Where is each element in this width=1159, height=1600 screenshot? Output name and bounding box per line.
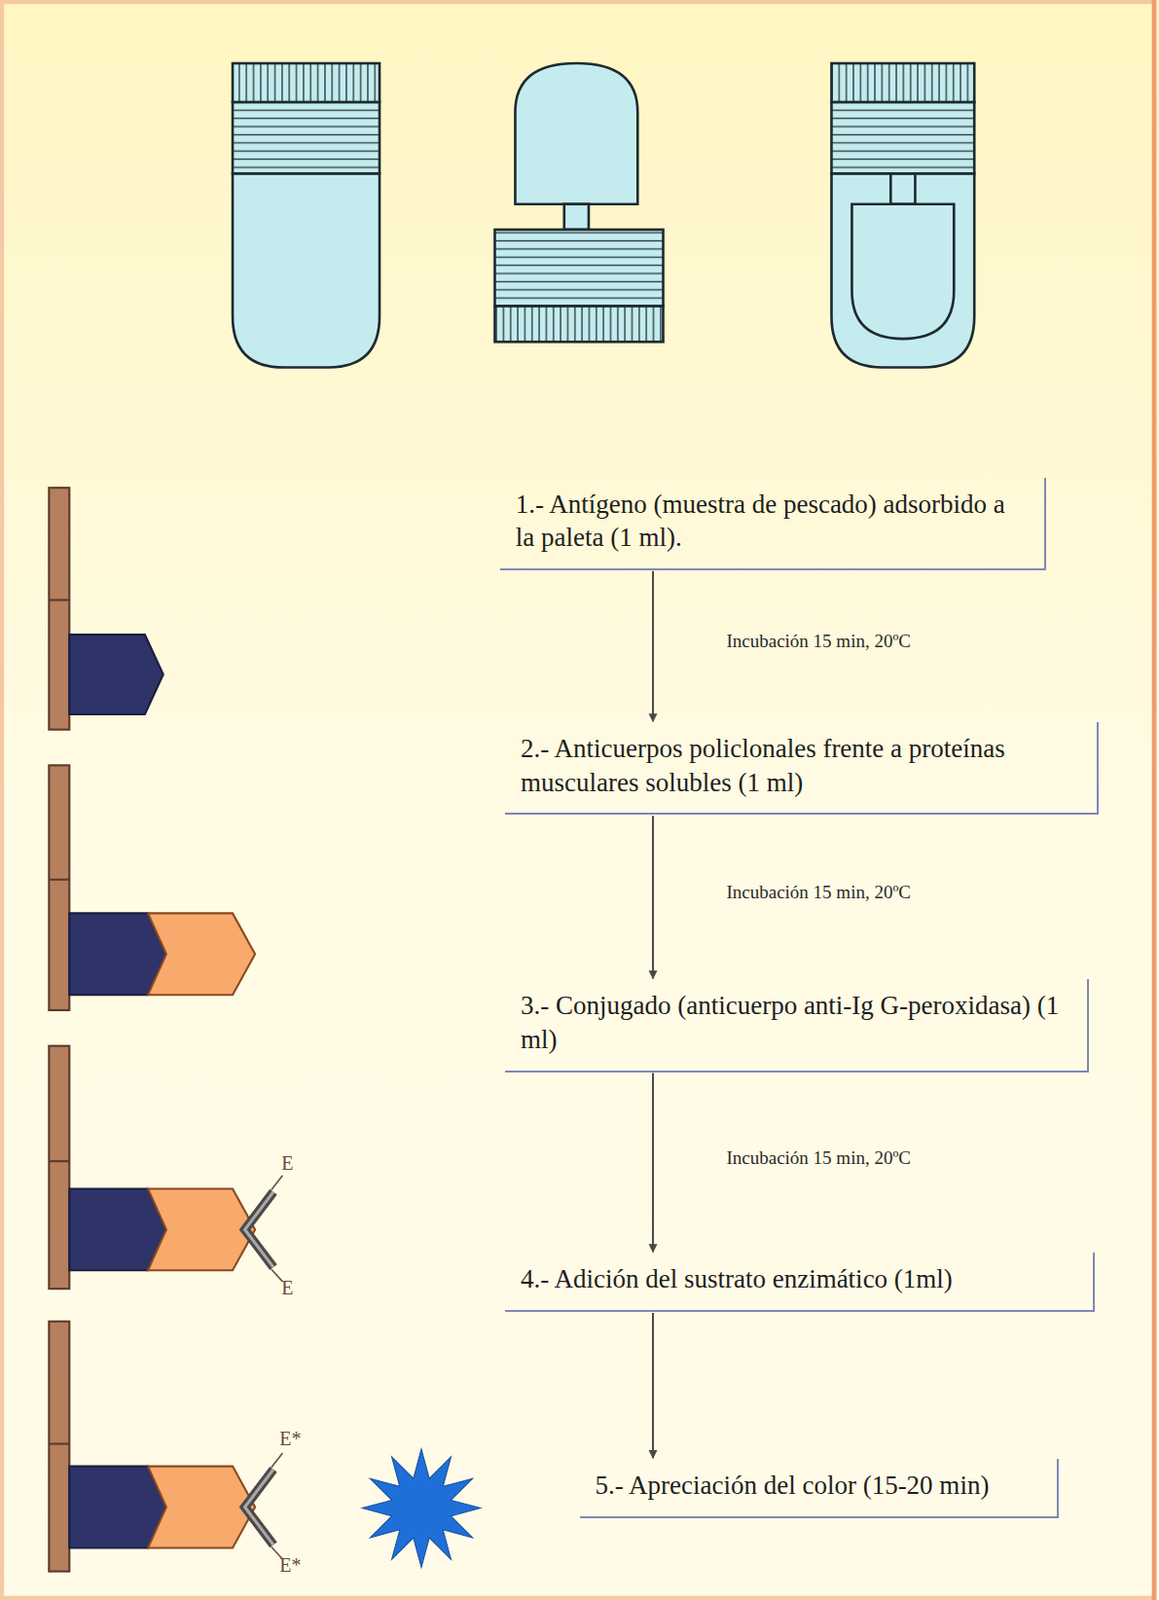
antigen-shape [69, 1466, 167, 1549]
step-box: 2.- Anticuerpos policlonales frente a pr… [505, 722, 1099, 815]
enzyme-label: E [281, 1277, 293, 1298]
enzyme-leader [271, 1268, 284, 1282]
enzyme-leader [271, 1175, 284, 1191]
tube [232, 63, 380, 367]
tube-cap [831, 63, 975, 103]
antibody-shape [147, 1466, 255, 1549]
paddle-divider [48, 1443, 70, 1446]
paddle-head [851, 204, 954, 339]
incubation-label: Incubación 15 min, 20ºC [725, 1147, 911, 1169]
paddle-divider [48, 878, 70, 881]
paddle-antigen [48, 487, 163, 729]
enzyme-label: E* [279, 1555, 301, 1575]
step-box: 5.- Apreciación del color (15-20 min) [579, 1458, 1060, 1519]
step-box: 1.- Antígeno (muestra de pescado) adsorb… [500, 477, 1047, 571]
flow-arrow [651, 571, 654, 723]
antigen-shape [69, 634, 163, 715]
paddle-antibody [48, 764, 255, 1011]
incubation-label: Incubación 15 min, 20ºC [725, 630, 911, 652]
tube-thread [831, 102, 975, 174]
step-text: 3.- Conjugado (anticuerpo anti-Ig G-pero… [520, 988, 1072, 1056]
step-text: 1.- Antígeno (muestra de pescado) adsorb… [515, 487, 1029, 555]
flow-arrow [651, 815, 654, 978]
step-text: 2.- Anticuerpos policlonales frente a pr… [520, 731, 1082, 799]
conjugate-shape [245, 1469, 274, 1546]
step-box: 3.- Conjugado (anticuerpo anti-Ig G-pero… [505, 978, 1089, 1072]
paddle-strip [48, 487, 70, 729]
paddle-stem [890, 173, 915, 204]
paddle-head [514, 63, 638, 205]
flow-arrow [651, 1312, 654, 1458]
conjugate-highlight [245, 1192, 274, 1268]
paddle-strip [48, 1321, 70, 1572]
enzyme-label: E* [279, 1428, 301, 1449]
tube-body [831, 173, 975, 367]
antibody-shape [147, 912, 255, 995]
step-box: 4.- Adición del sustrato enzimático (1ml… [505, 1252, 1095, 1312]
enzyme-leader [271, 1452, 284, 1468]
antigen-shape [69, 1188, 167, 1270]
paddle-strip [48, 1046, 70, 1290]
paddle-stem [564, 204, 589, 230]
flow-arrow [651, 1073, 654, 1253]
incubation-label: Incubación 15 min, 20ºC [725, 881, 911, 904]
paddle-strip [48, 764, 70, 1011]
closed-tube [831, 63, 975, 367]
lid-cap [494, 306, 663, 343]
enzyme-label: E [281, 1153, 293, 1173]
paddle-divider [48, 598, 70, 601]
lid-thread [494, 229, 663, 307]
paddle-divider [48, 1159, 70, 1162]
tube-thread [232, 102, 380, 174]
tube-body [232, 173, 380, 367]
antibody-shape [147, 1188, 255, 1270]
paddle-color [48, 1321, 480, 1572]
tube-cap [232, 63, 380, 103]
conjugate-highlight [245, 1469, 274, 1546]
antigen-shape [69, 912, 167, 995]
step-text: 4.- Adición del sustrato enzimático (1ml… [520, 1262, 1078, 1297]
step-text: 5.- Apreciación del color (15-20 min) [595, 1468, 1043, 1503]
paddle-conjugate [48, 1046, 283, 1290]
color-star [362, 1448, 481, 1568]
frame-edge [1152, 0, 1157, 1600]
conjugate-shape [245, 1192, 274, 1268]
lid-paddle [494, 63, 663, 342]
